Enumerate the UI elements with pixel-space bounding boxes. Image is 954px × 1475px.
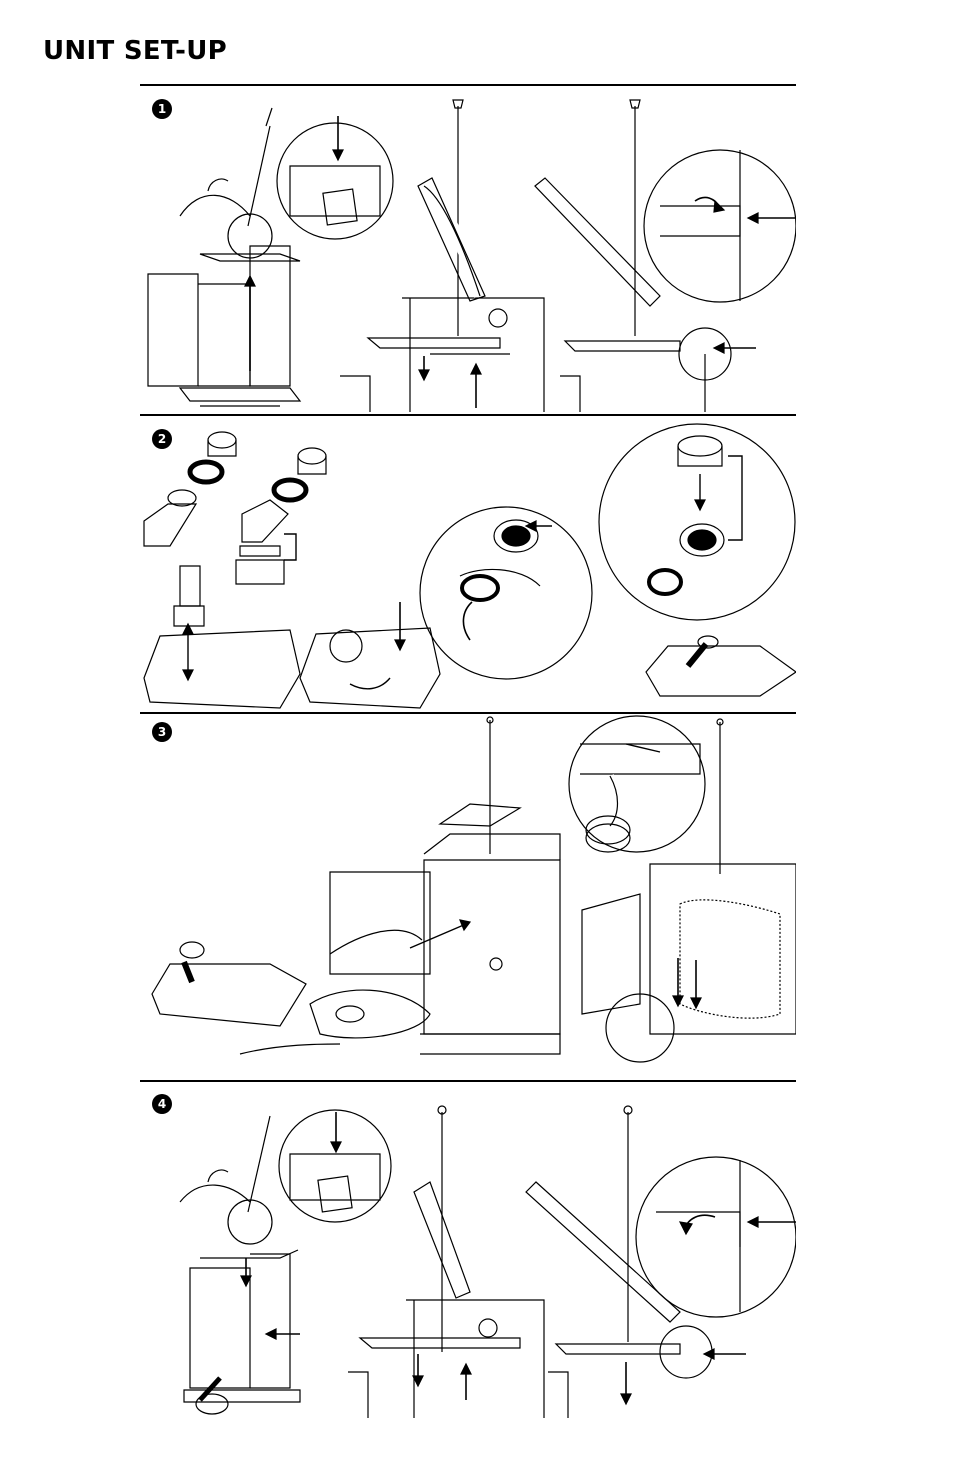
step-2-illustration <box>140 416 796 710</box>
step-3-illustration <box>140 714 796 1078</box>
step-2-drawing <box>140 416 796 710</box>
step-4-drawing <box>140 1082 796 1418</box>
step-1-drawing <box>140 86 796 412</box>
page-title: UNIT SET-UP <box>43 36 227 66</box>
step-3-drawing <box>140 714 796 1078</box>
step-1-illustration <box>140 86 796 412</box>
step-4-illustration <box>140 1082 796 1418</box>
